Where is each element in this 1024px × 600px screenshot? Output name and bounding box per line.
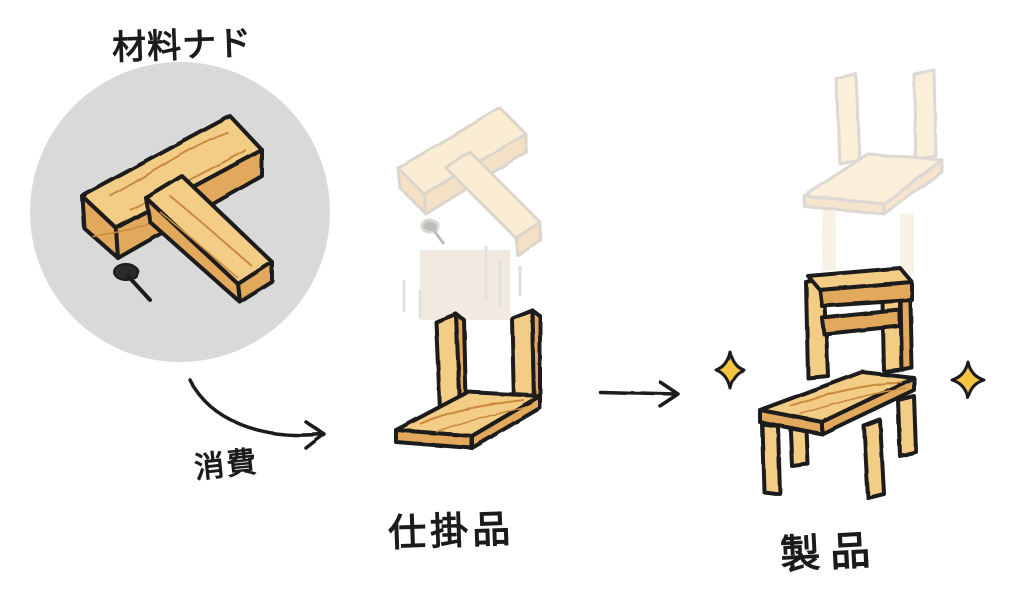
wip-chair: [394, 308, 542, 450]
materials-label: 材料ナド: [111, 23, 253, 69]
wip-motion-streaks: [402, 246, 522, 320]
materials-group: [30, 62, 330, 362]
consume-label: 消費: [192, 444, 261, 487]
nail-icon: [113, 263, 152, 302]
wip-ghost-planks: [396, 106, 542, 258]
product-label: 製品: [779, 527, 882, 579]
product-chair: [758, 266, 918, 500]
wip-label: 仕掛品: [387, 506, 515, 556]
product-ghost-chair: [802, 68, 944, 274]
progress-arrow: [598, 380, 680, 408]
sparkle-icon: [714, 350, 746, 390]
consume-arrow: [188, 378, 326, 450]
plank-narrow: [144, 174, 274, 304]
sparkle-icon: [950, 360, 986, 400]
